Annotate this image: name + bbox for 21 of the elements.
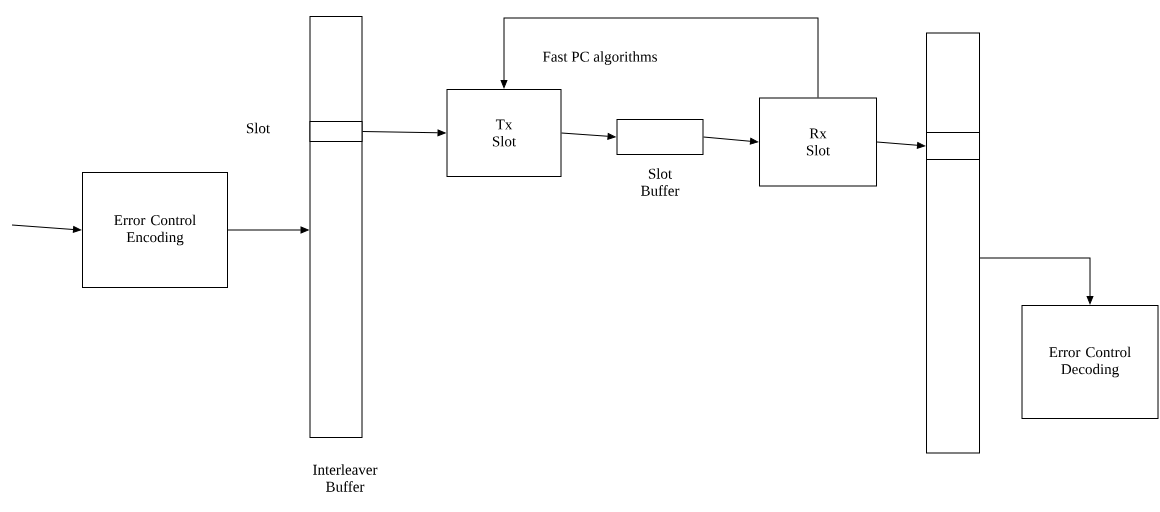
feedback-arrow xyxy=(500,17,819,98)
buffer-bar xyxy=(309,16,363,438)
process-box: Rx Slot xyxy=(759,97,877,187)
process-box: Tx Slot xyxy=(446,89,562,177)
arrow xyxy=(703,136,759,145)
arrow xyxy=(11,224,82,233)
text-label: Slot xyxy=(246,122,270,134)
process-box: Error Control Encoding xyxy=(82,172,228,288)
arrow xyxy=(227,226,309,234)
process-box: Error Control Decoding xyxy=(1021,305,1159,419)
buffer-bar xyxy=(926,32,980,454)
feedback-arrow xyxy=(979,257,1094,305)
edge-label: Fast PC algorithms xyxy=(541,50,659,66)
arrow xyxy=(561,132,616,140)
text-label: Interleaver Buffer xyxy=(313,464,378,492)
slot-cell xyxy=(926,132,980,160)
arrow xyxy=(876,141,926,149)
slot-cell xyxy=(309,121,363,142)
text-label: Slot Buffer xyxy=(641,168,680,196)
arrow xyxy=(362,129,446,137)
slot-cell xyxy=(616,119,704,155)
